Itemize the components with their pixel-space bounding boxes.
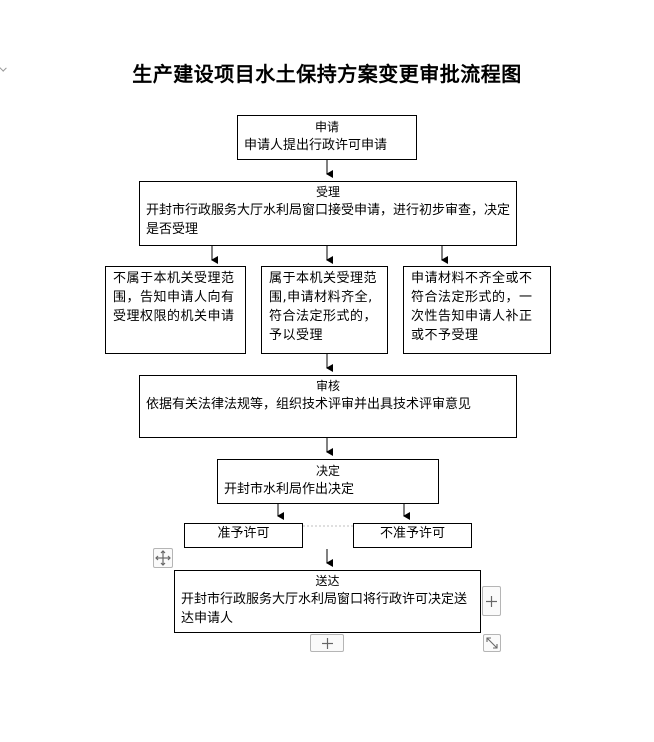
step-accept-text: 开封市行政服务大厅水利局窗口接受申请，进行初步审查，决定是否受理 xyxy=(146,203,511,237)
branch-not-belong-box[interactable]: 不属于本机关受理范围，告知申请人向有受理权限的机关申请 xyxy=(105,266,246,354)
branch-incomplete-box[interactable]: 申请材料不齐全或不符合法定形式的，一次性告知申请人补正或不予受理 xyxy=(403,266,551,354)
move-handle-icon[interactable] xyxy=(153,548,173,568)
branch-not-belong-text: 不属于本机关受理范围，告知申请人向有受理权限的机关申请 xyxy=(113,271,235,324)
move-icon xyxy=(155,550,171,566)
step-accept-box[interactable]: 受理 开封市行政服务大厅水利局窗口接受申请，进行初步审查，决定是否受理 xyxy=(139,181,517,246)
outcome-reject-box[interactable]: 不准予许可 xyxy=(353,523,472,548)
plus-icon xyxy=(486,595,497,607)
branch-belong-box[interactable]: 属于本机关受理范围,申请材料齐全,符合法定形式的，予以受理 xyxy=(261,266,388,354)
resize-handle[interactable] xyxy=(483,634,501,652)
step-apply-heading: 申请 xyxy=(314,120,339,134)
add-right-button[interactable] xyxy=(482,586,501,616)
branch-belong-text: 属于本机关受理范围,申请材料齐全,符合法定形式的，予以受理 xyxy=(269,271,378,343)
step-deliver-text: 开封市行政服务大厅水利局窗口将行政许可决定送达申请人 xyxy=(181,592,468,626)
add-below-button[interactable] xyxy=(310,634,344,652)
outcome-approve-box[interactable]: 准予许可 xyxy=(184,523,303,548)
step-deliver-box[interactable]: 送达 开封市行政服务大厅水利局窗口将行政许可决定送达申请人 xyxy=(174,570,481,633)
step-review-box[interactable]: 审核 依据有关法律法规等，组织技术评审并出具技术评审意见 xyxy=(139,375,517,438)
step-review-heading: 审核 xyxy=(315,379,340,393)
step-apply-text: 申请人提出行政许可申请 xyxy=(244,138,388,153)
step-deliver-heading: 送达 xyxy=(315,574,340,588)
step-review-text: 依据有关法律法规等，组织技术评审并出具技术评审意见 xyxy=(146,397,472,412)
step-decide-text: 开封市水利局作出决定 xyxy=(224,482,355,497)
step-decide-box[interactable]: 决定 开封市水利局作出决定 xyxy=(217,459,439,504)
branch-incomplete-text: 申请材料不齐全或不符合法定形式的，一次性告知申请人补正或不予受理 xyxy=(411,271,533,343)
step-accept-heading: 受理 xyxy=(315,185,340,199)
step-apply-box[interactable]: 申请 申请人提出行政许可申请 xyxy=(237,115,417,160)
step-decide-heading: 决定 xyxy=(315,464,340,478)
plus-icon xyxy=(321,637,333,649)
resize-icon xyxy=(486,637,498,649)
page-title: 生产建设项目水土保持方案变更审批流程图 xyxy=(132,62,522,86)
